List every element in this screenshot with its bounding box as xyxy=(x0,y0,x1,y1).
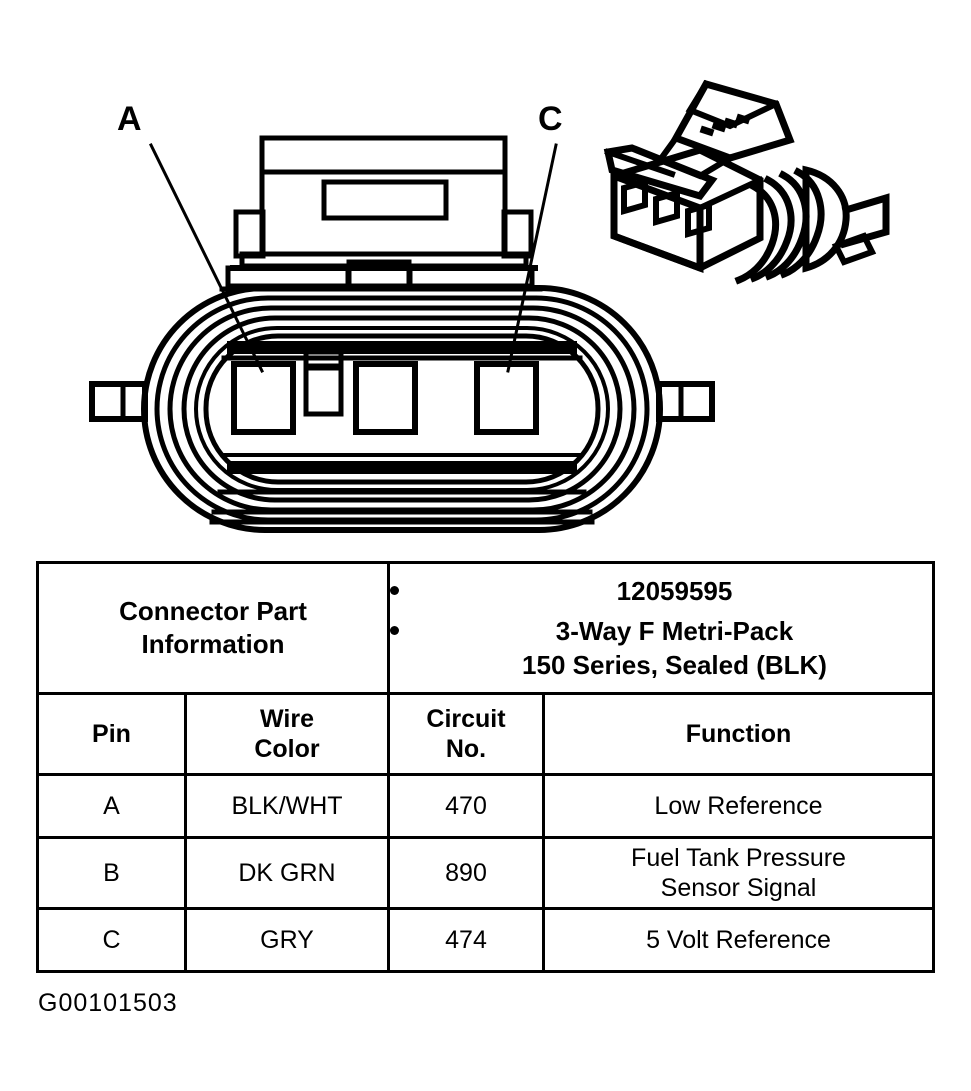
part-info-label-line2: Information xyxy=(141,629,285,659)
part-number-bullet: 12059595 xyxy=(390,574,932,608)
isometric-cavities xyxy=(621,178,712,238)
front-face-view xyxy=(89,135,715,533)
bullet-dot-icon xyxy=(390,586,399,595)
isometric-view xyxy=(603,79,890,285)
column-header-function: Function xyxy=(541,692,936,776)
part-description-value: 3-Way F Metri-Pack 150 Series, Sealed (B… xyxy=(417,614,932,682)
cell-wire-color-b: DK GRN xyxy=(184,836,390,910)
cell-function-a: Low Reference xyxy=(541,773,936,839)
callout-label-a: A xyxy=(117,100,142,138)
isometric-lock-bar xyxy=(603,144,718,201)
cell-wire-color-a: BLK/WHT xyxy=(184,773,390,839)
mounting-tab-right xyxy=(656,381,715,422)
column-header-wire-color-line2: Color xyxy=(254,735,320,763)
isometric-latch xyxy=(655,79,795,180)
column-header-circuit-no-line1: Circuit xyxy=(426,705,506,733)
cell-pin-b: B xyxy=(36,836,187,910)
cell-function-c: 5 Volt Reference xyxy=(541,907,936,973)
terminal-cavity-a xyxy=(231,361,296,435)
table-header-row: Pin Wire Color Circuit No. Function xyxy=(36,692,936,776)
terminal-pocket xyxy=(203,333,601,485)
cell-wire-color-c: GRY xyxy=(184,907,390,973)
terminal-cavity-b xyxy=(353,361,418,435)
table-row: B DK GRN 890 Fuel Tank Pressure Sensor S… xyxy=(36,836,936,910)
terminal-cavity-c xyxy=(474,361,539,435)
cell-function-b-line2: Sensor Signal xyxy=(660,874,817,902)
cell-circuit-no-c: 474 xyxy=(387,907,545,973)
figure-id-label: G00101503 xyxy=(38,989,178,1017)
cell-pin-c: C xyxy=(36,907,187,973)
connector-information-table: Connector Part Information 12059595 3-Wa… xyxy=(36,561,936,973)
part-info-values-cell: 12059595 3-Way F Metri-Pack 150 Series, … xyxy=(386,561,936,695)
latch-assembly xyxy=(233,135,534,259)
part-description-line1: 3-Way F Metri-Pack xyxy=(555,616,794,646)
connector-artwork xyxy=(89,79,890,533)
column-header-function-line2: Function xyxy=(685,720,792,748)
table-row: A BLK/WHT 470 Low Reference xyxy=(36,773,936,839)
cell-function-a-line1: Low Reference xyxy=(654,792,823,820)
cell-circuit-no-b: 890 xyxy=(387,836,545,910)
mounting-tab-left xyxy=(89,381,148,422)
column-header-circuit-no-line2: No. xyxy=(445,735,487,763)
shell-lower-bars xyxy=(209,489,595,525)
column-header-wire-color: Wire Color xyxy=(184,692,390,776)
column-header-pin: Pin xyxy=(36,692,187,776)
table-row: C GRY 474 5 Volt Reference xyxy=(36,907,936,973)
cell-function-b-line1: Fuel Tank Pressure xyxy=(631,844,846,872)
cell-pin-a: A xyxy=(36,773,187,839)
latch-shelf xyxy=(219,251,543,292)
callout-leader-lines xyxy=(148,142,558,374)
wire-seal-ribs xyxy=(734,167,825,285)
cell-circuit-no-a: 470 xyxy=(387,773,545,839)
column-header-pin-line2: Pin xyxy=(92,720,131,748)
table-row-part-info: Connector Part Information 12059595 3-Wa… xyxy=(36,561,936,695)
keying-slot xyxy=(303,349,344,417)
column-header-circuit-no: Circuit No. xyxy=(387,692,545,776)
callout-label-c: C xyxy=(538,100,563,138)
cell-function-b: Fuel Tank Pressure Sensor Signal xyxy=(541,836,936,910)
column-header-wire-color-line1: Wire xyxy=(260,705,314,733)
bullet-dot-icon xyxy=(390,626,399,635)
leader-line-c xyxy=(506,143,558,373)
part-number-value: 12059595 xyxy=(616,576,733,606)
isometric-right-lug xyxy=(831,232,877,266)
connector-illustration: A C xyxy=(89,79,890,533)
cell-function-c-line1: 5 Volt Reference xyxy=(646,926,831,954)
part-description-bullet: 3-Way F Metri-Pack 150 Series, Sealed (B… xyxy=(390,614,932,682)
leader-line-a xyxy=(148,142,265,374)
part-info-label-line1: Connector Part xyxy=(119,596,307,626)
part-info-label-cell: Connector Part Information xyxy=(36,561,390,695)
part-description-line2: 150 Series, Sealed (BLK) xyxy=(522,650,827,680)
